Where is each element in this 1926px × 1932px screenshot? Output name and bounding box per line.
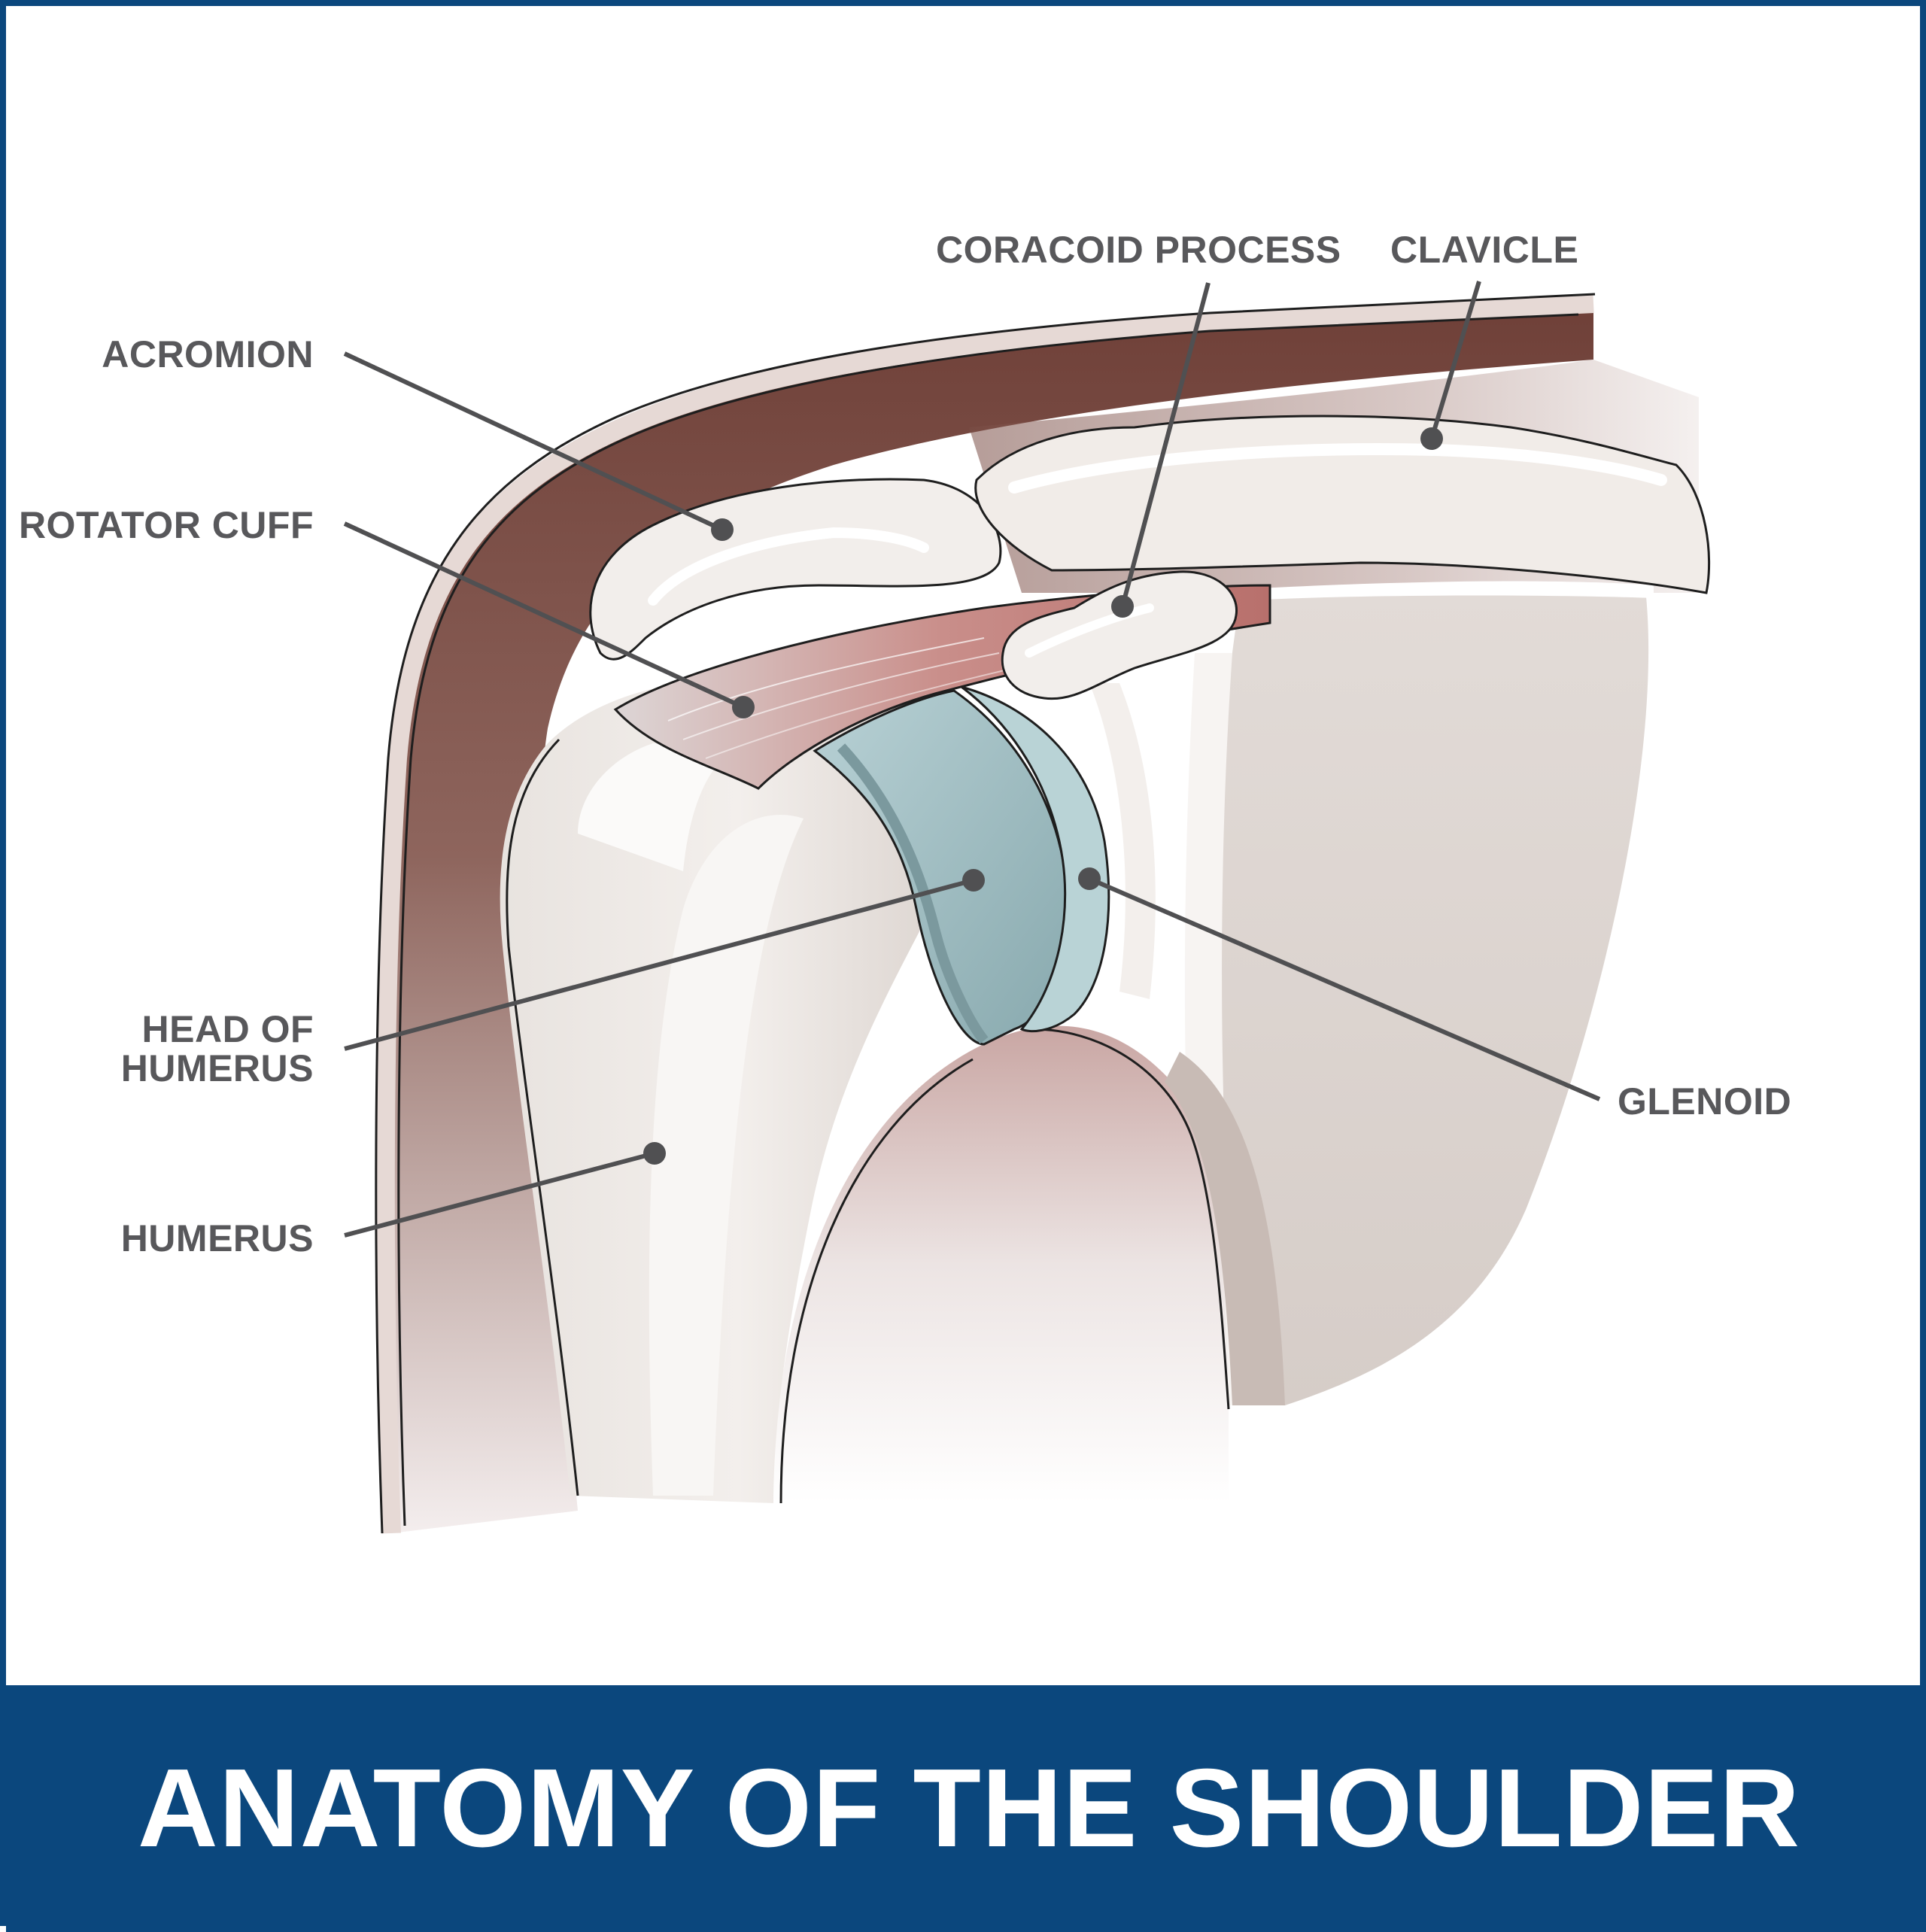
acromion-leader <box>343 351 724 532</box>
label-clavicle: CLAVICLE <box>1390 229 1579 271</box>
label-rotator-cuff: ROTATOR CUFF <box>18 504 314 546</box>
label-acromion: ACROMION <box>102 333 314 375</box>
label-head-of-humerus: HEAD OF HUMERUS <box>121 1010 314 1088</box>
glenoid-structure <box>961 683 1156 1033</box>
label-head-of-humerus-line1: HEAD OF <box>141 1008 314 1050</box>
rotator-cuff-dot <box>732 696 755 718</box>
clavicle-dot <box>1420 427 1443 450</box>
label-coracoid-process: CORACOID PROCESS <box>936 229 1341 271</box>
label-head-of-humerus-line2: HUMERUS <box>120 1047 314 1089</box>
deltoid-skin-layer <box>375 293 1596 1534</box>
humerus-leader <box>344 1151 655 1238</box>
label-glenoid: GLENOID <box>1618 1080 1792 1122</box>
coracoid-process-leader <box>1120 282 1211 607</box>
head-of-humerus <box>813 689 1069 1046</box>
head-of-humerus-dot <box>962 869 985 892</box>
rotator-cuff-leader <box>343 521 745 709</box>
leader-lines <box>343 281 1601 1238</box>
coracoid-process-dot <box>1111 595 1134 618</box>
shoulder-illustration <box>343 281 1711 1534</box>
title-banner: ANATOMY OF THE SHOULDER <box>6 1685 1926 1932</box>
coracoid-process-bone <box>1001 570 1238 700</box>
clavicle-leader <box>1429 281 1481 439</box>
axillary-arch <box>773 1025 1285 1504</box>
humerus-bone <box>500 677 977 1503</box>
head-of-humerus-leader <box>344 878 974 1051</box>
glenoid-leader <box>1088 876 1601 1101</box>
acromion-dot <box>711 518 734 541</box>
label-humerus: HUMERUS <box>120 1217 314 1259</box>
acromion-bone <box>589 478 1002 661</box>
humerus-dot <box>643 1142 666 1165</box>
glenoid-dot <box>1078 867 1101 890</box>
page-title: ANATOMY OF THE SHOULDER <box>137 1746 1801 1870</box>
